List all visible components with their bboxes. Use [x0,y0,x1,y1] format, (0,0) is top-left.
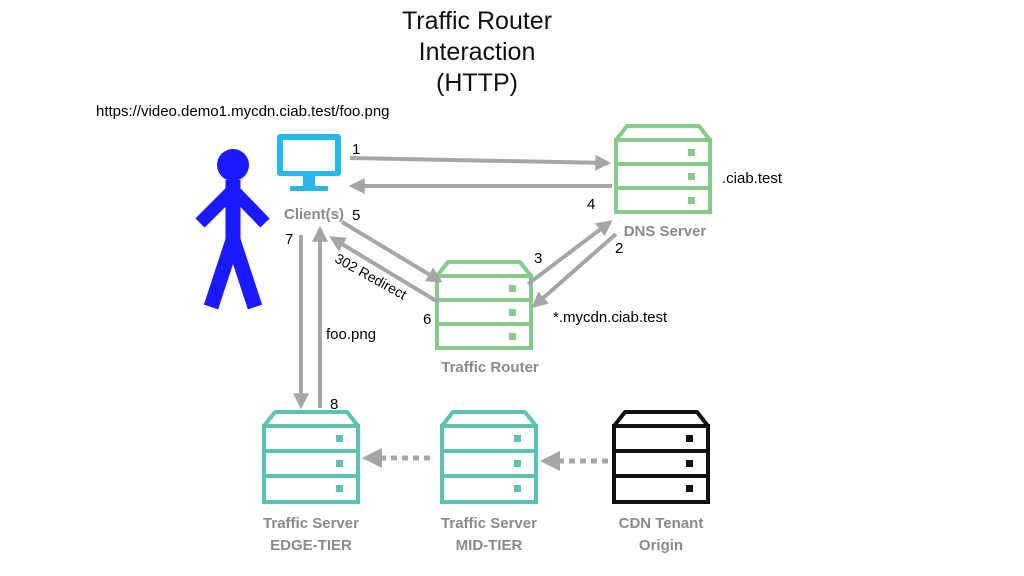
request-url: https://video.demo1.mycdn.ciab.test/foo.… [96,103,390,120]
arrow-6-router-to-client [329,236,440,304]
dns-domain-annotation: .ciab.test [722,170,783,187]
origin-label-line-1: CDN Tenant [618,515,704,532]
title-line-1: Traffic Router [401,7,553,35]
mid-label-line-2: MID-TIER [455,537,523,554]
step-number-6: 6 [423,311,432,328]
client-monitor-icon [277,134,341,191]
arrow-3-router-to-dns [526,220,613,286]
origin-label: CDN Tenant Origin [586,513,736,557]
router-domain-annotation: *.mycdn.ciab.test [553,309,668,326]
step-number-5: 5 [352,207,361,224]
client-label: Client(s) [284,206,344,223]
step-number-7: 7 [285,231,294,248]
dns-server-icon [614,124,712,214]
traffic-router-icon [435,260,533,350]
edge-label-line-2: EDGE-TIER [270,537,352,554]
mid-tier-server-icon [440,410,538,504]
edge-tier-label: Traffic Server EDGE-TIER [236,513,386,557]
step-number-8: 8 [330,396,339,413]
step-number-3: 3 [534,250,543,267]
title-line-3: (HTTP) [436,69,518,97]
file-annotation: foo.png [326,326,377,343]
traffic-router-label: Traffic Router [441,359,539,376]
origin-label-line-2: Origin [638,537,684,554]
step-number-4: 4 [587,196,596,213]
arrow-5-client-to-router [340,220,443,283]
title-line-2: Interaction [418,38,536,66]
step-number-2: 2 [615,240,624,257]
edge-label-line-1: Traffic Server [263,515,359,532]
origin-server-icon [612,410,710,504]
dns-server-label: DNS Server [623,223,707,240]
step-number-1: 1 [352,141,361,158]
user-person-icon [195,149,270,310]
edge-tier-server-icon [262,410,360,504]
diagram-title: Traffic Router Interaction (HTTP) [327,6,627,99]
mid-tier-label: Traffic Server MID-TIER [414,513,564,557]
arrow-1-client-to-dns [349,154,612,171]
arrow-2-dns-to-router [531,232,618,309]
mid-label-line-1: Traffic Server [441,515,537,532]
